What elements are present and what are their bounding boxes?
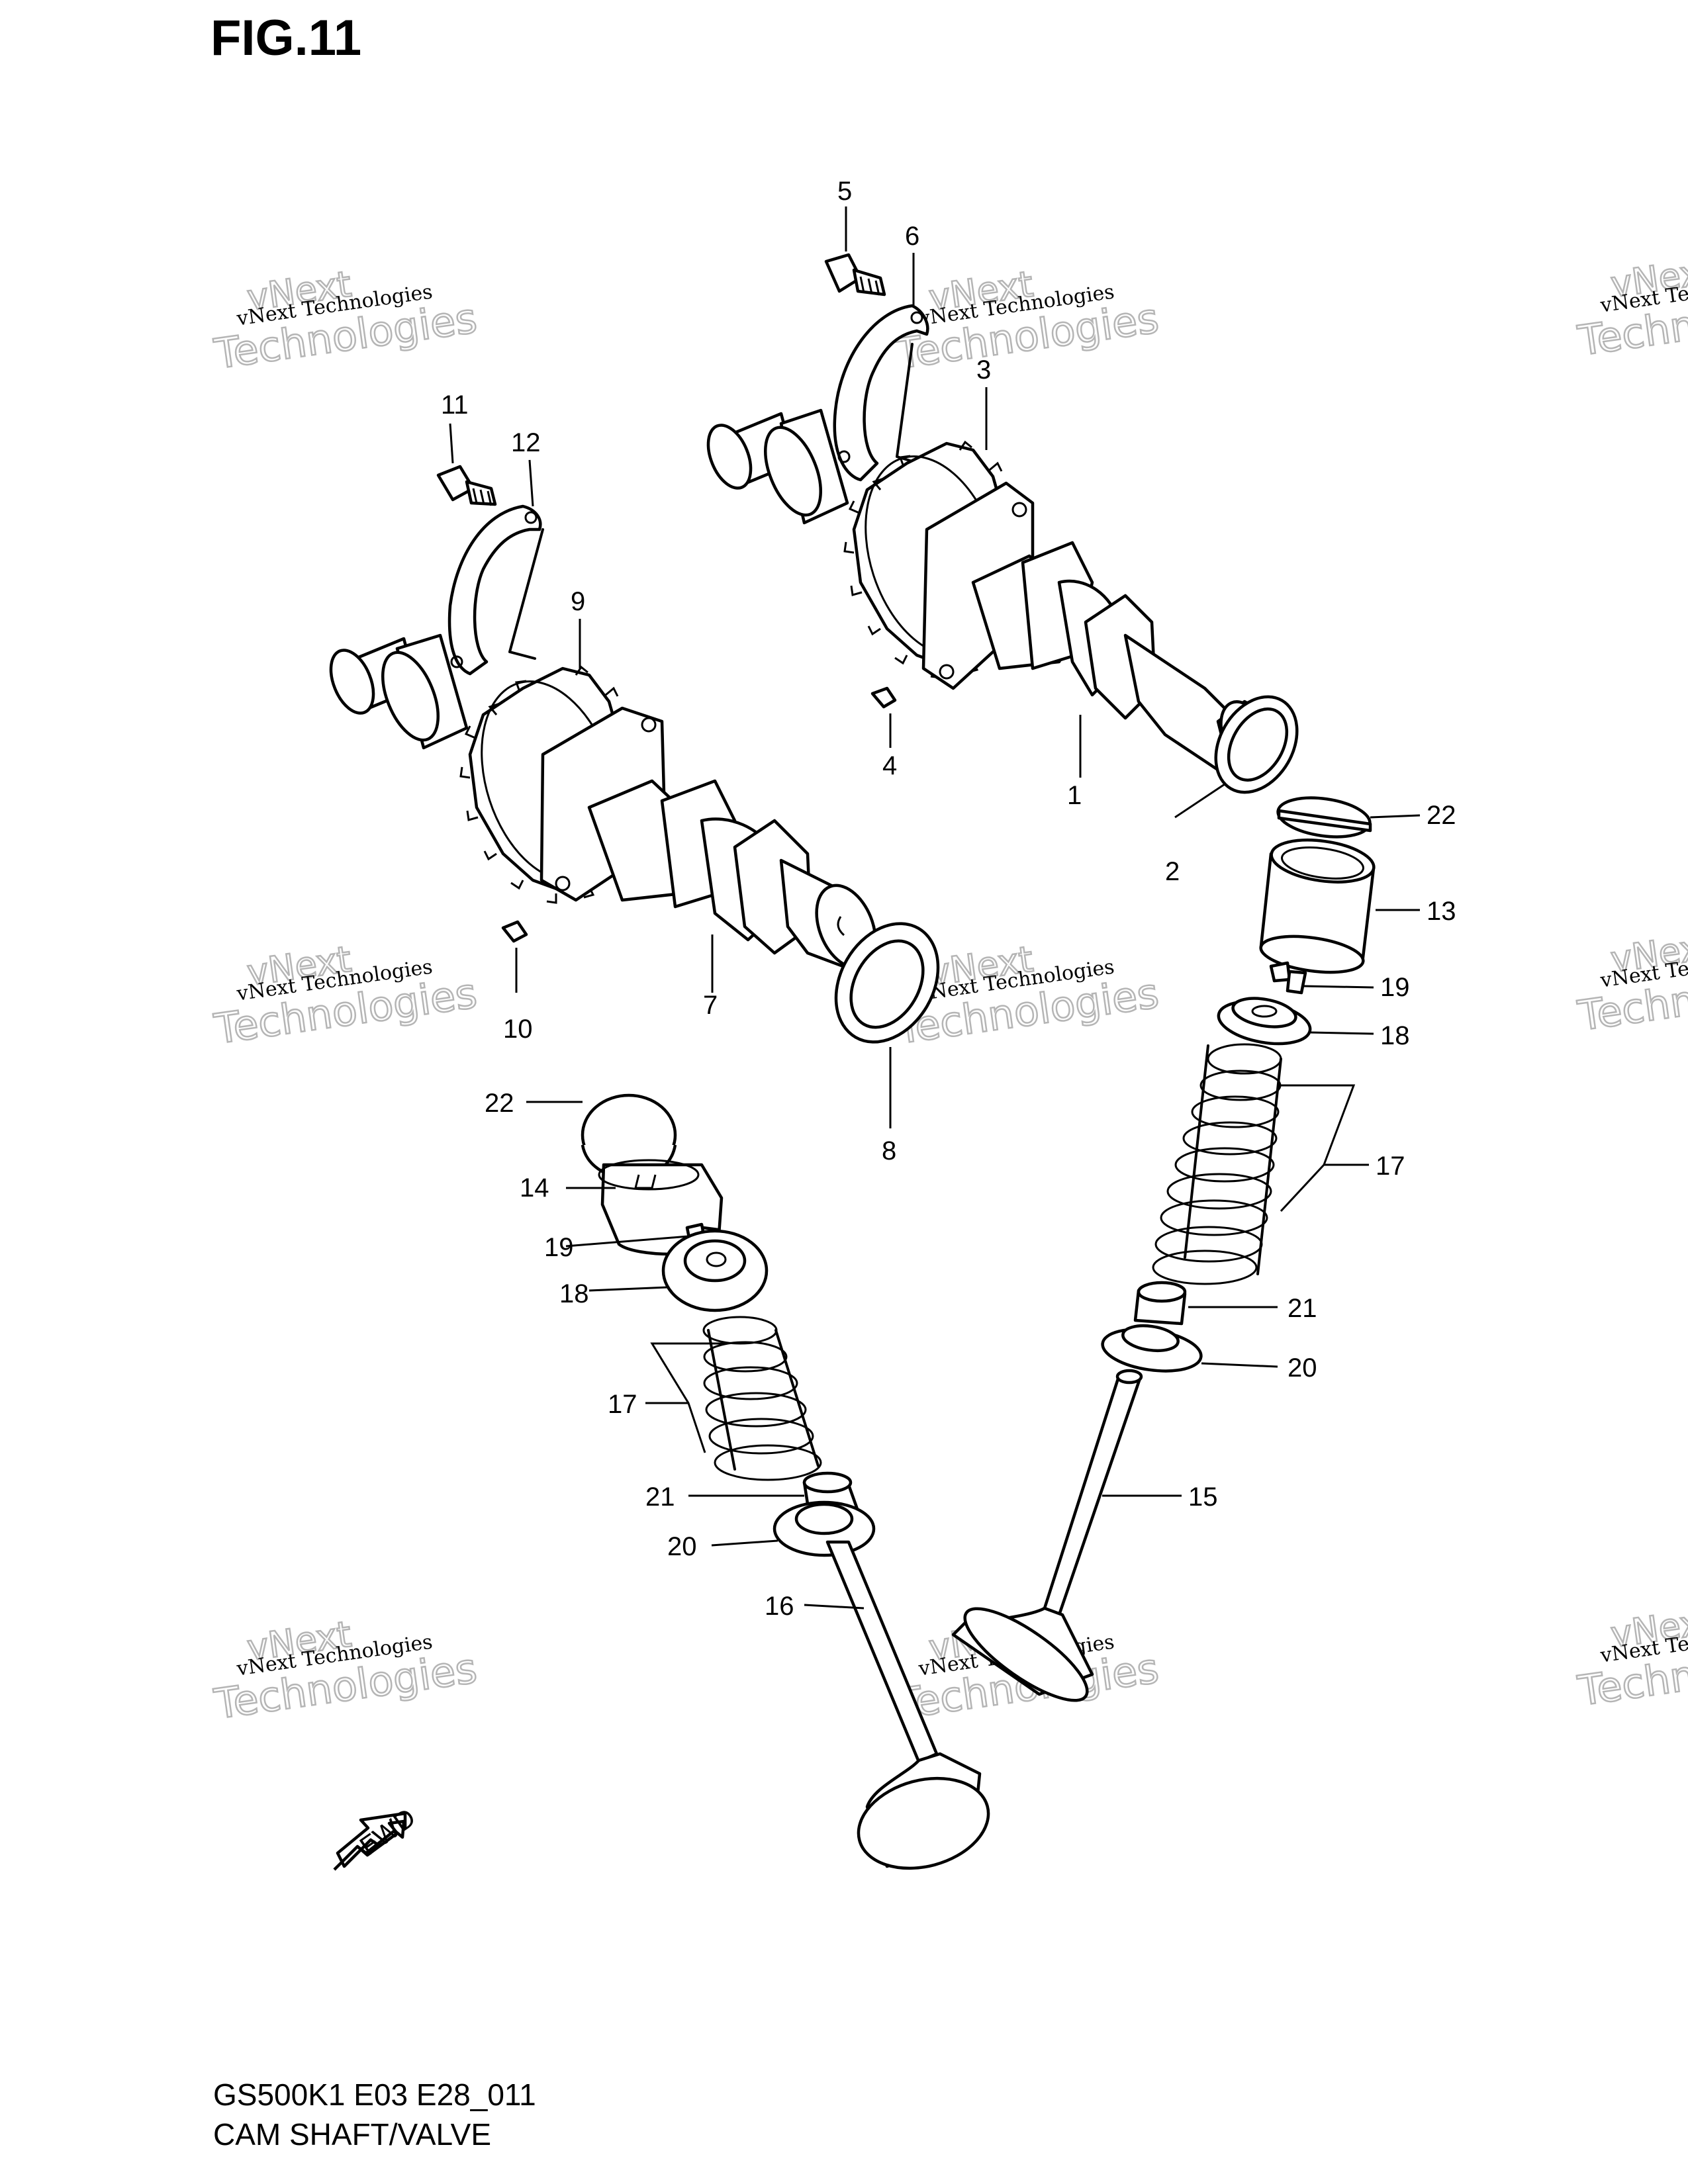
callout-5: 5 bbox=[837, 177, 852, 206]
pin-4 bbox=[870, 686, 897, 709]
callout-18-left: 18 bbox=[559, 1279, 589, 1308]
callout-17-right: 17 bbox=[1376, 1152, 1405, 1181]
retainer-18-left bbox=[661, 1229, 769, 1312]
callout-22-left: 22 bbox=[485, 1089, 514, 1118]
callout-8: 8 bbox=[882, 1136, 896, 1165]
watermark-top-center: vNext Technologies vNext Technologies bbox=[892, 262, 1162, 379]
callout-2: 2 bbox=[1165, 857, 1180, 886]
callout-22-right: 22 bbox=[1427, 801, 1456, 830]
callout-3: 3 bbox=[976, 355, 991, 385]
spring-17-left bbox=[702, 1316, 822, 1481]
fwd-arrow-icon: FWD bbox=[333, 1803, 421, 1871]
callout-19-left: 19 bbox=[544, 1233, 574, 1262]
pin-10 bbox=[501, 920, 528, 943]
figure-title: FIG.11 bbox=[211, 10, 362, 66]
watermark-top-right: vNext Technologies vNext Technologies bbox=[1574, 249, 1688, 366]
shim-22-right bbox=[1276, 796, 1372, 839]
camshaft-1 bbox=[706, 408, 1270, 776]
callout-10: 10 bbox=[503, 1015, 533, 1044]
watermark-mid-left: vNext Technologies vNext Technologies bbox=[211, 937, 481, 1054]
callout-7: 7 bbox=[703, 991, 718, 1020]
leader-lines bbox=[449, 206, 1421, 1610]
callout-21-right: 21 bbox=[1288, 1294, 1317, 1323]
thrust-washer-2 bbox=[1214, 695, 1299, 794]
seal-21-right bbox=[1133, 1281, 1187, 1326]
bolt-11 bbox=[436, 465, 497, 506]
callout-19-right: 19 bbox=[1380, 973, 1410, 1002]
callout-15: 15 bbox=[1188, 1482, 1218, 1512]
bolt-5 bbox=[824, 253, 886, 296]
callout-18-right: 18 bbox=[1380, 1021, 1410, 1050]
callout-20-left: 20 bbox=[667, 1532, 697, 1561]
callout-12: 12 bbox=[511, 428, 541, 457]
callout-1: 1 bbox=[1067, 781, 1082, 810]
callout-14: 14 bbox=[520, 1173, 549, 1203]
callout-16: 16 bbox=[765, 1592, 794, 1621]
camshaft-7 bbox=[329, 633, 877, 975]
callout-20-right: 20 bbox=[1288, 1353, 1317, 1383]
spring-17-right bbox=[1152, 1043, 1282, 1285]
cam-holder-plate-6 bbox=[833, 304, 929, 482]
callout-6: 6 bbox=[905, 222, 919, 251]
callout-11: 11 bbox=[441, 390, 469, 420]
cotter-19-right bbox=[1269, 961, 1307, 995]
watermark-mid-right: vNext Technologies vNext Technologies bbox=[1574, 924, 1688, 1041]
diagram-name: CAM SHAFT/VALVE bbox=[213, 2117, 492, 2152]
fwd-label: FWD bbox=[355, 1803, 421, 1861]
callout-9: 9 bbox=[571, 587, 585, 616]
callout-labels: 1 2 3 4 5 6 7 8 9 10 11 12 13 14 15 16 1… bbox=[441, 177, 1456, 1621]
callout-17-left: 17 bbox=[608, 1390, 637, 1419]
callout-21-left: 21 bbox=[645, 1482, 675, 1512]
exhaust-valve-15 bbox=[951, 1369, 1143, 1702]
callout-4: 4 bbox=[882, 751, 897, 780]
cam-holder-plate-12 bbox=[447, 504, 544, 676]
thrust-washer-8 bbox=[834, 922, 940, 1044]
intake-valve-16 bbox=[825, 1540, 990, 1870]
seat-20-left bbox=[773, 1500, 876, 1557]
diagram-code: GS500K1 E03 E28_011 bbox=[213, 2077, 536, 2112]
watermark-bottom-left: vNext Technologies vNext Technologies bbox=[211, 1612, 481, 1729]
watermark-bottom-right: vNext Technologies vNext Technologies bbox=[1574, 1599, 1688, 1716]
watermark-top-left: vNext Technologies vNext Technologies bbox=[211, 262, 481, 379]
callout-13: 13 bbox=[1427, 897, 1456, 926]
tappet-13 bbox=[1259, 839, 1376, 974]
retainer-18-right bbox=[1217, 997, 1312, 1046]
seat-20-right bbox=[1101, 1324, 1203, 1373]
